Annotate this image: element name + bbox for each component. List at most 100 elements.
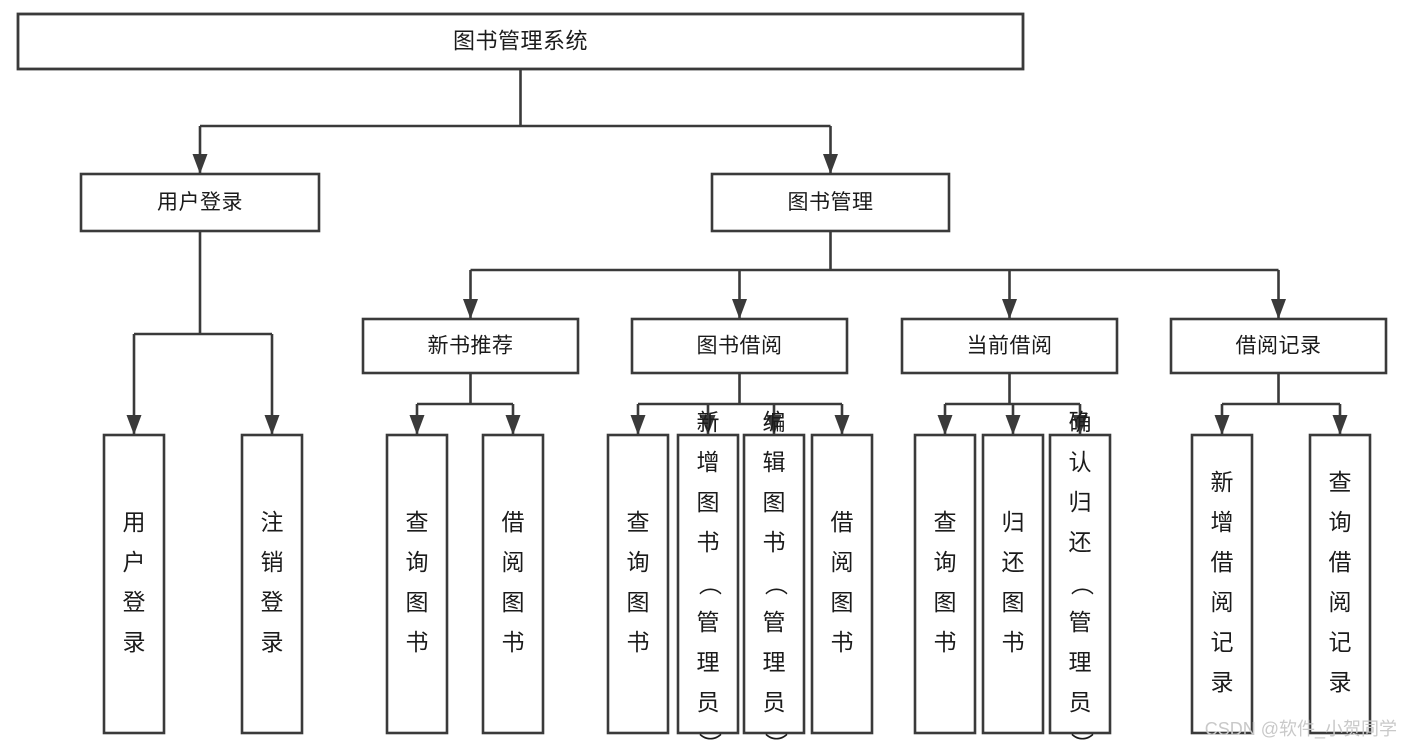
arrow-head-icon bbox=[700, 415, 716, 435]
arrow-head-icon bbox=[1271, 299, 1286, 319]
node-leaf-user-login[interactable]: 用户登录 bbox=[102, 433, 166, 735]
node-box-leaf-borrow-book-recommend bbox=[481, 433, 545, 735]
node-box-leaf-add-book-admin bbox=[676, 433, 740, 735]
connector-book-borrow-to-leaves bbox=[630, 373, 850, 435]
node-label-char: （ bbox=[1069, 573, 1095, 596]
node-label-char: 查 bbox=[934, 509, 957, 535]
node-label-char: 登 bbox=[261, 589, 284, 615]
connector-book-management-to-level2 bbox=[463, 231, 1286, 319]
node-label-char: 借 bbox=[502, 509, 525, 535]
arrow-head-icon bbox=[1214, 415, 1230, 435]
arrow-head-icon bbox=[823, 154, 838, 174]
node-label-char: 询 bbox=[406, 549, 429, 575]
node-box-borrow-record bbox=[1169, 317, 1388, 375]
connector-root-to-level1 bbox=[192, 69, 838, 174]
node-label-char: 阅 bbox=[502, 549, 525, 575]
node-box-root bbox=[16, 12, 1025, 71]
node-label-char: ） bbox=[1069, 733, 1095, 747]
node-label-char: 管 bbox=[1069, 609, 1092, 635]
node-box-leaf-user-login bbox=[102, 433, 166, 735]
node-box-user-login bbox=[79, 172, 321, 233]
node-box-leaf-borrow-book bbox=[810, 433, 874, 735]
node-label-book-borrow: 图书借阅 bbox=[697, 335, 783, 358]
node-label-char: 员 bbox=[763, 689, 786, 715]
node-label-char: 员 bbox=[697, 689, 720, 715]
node-box-leaf-query-borrow-record bbox=[1308, 433, 1372, 735]
arrow-head-icon bbox=[937, 415, 953, 435]
node-label-char: 查 bbox=[406, 509, 429, 535]
node-label-char: 新 bbox=[697, 409, 720, 435]
node-label-char: 理 bbox=[697, 649, 720, 675]
node-label-char: 图 bbox=[763, 489, 786, 515]
node-label-char: ） bbox=[697, 733, 723, 747]
node-label-char: 新 bbox=[1211, 469, 1234, 495]
node-box-new-book-recommend bbox=[361, 317, 580, 375]
node-label-char: 管 bbox=[697, 609, 720, 635]
node-borrow-record[interactable]: 借阅记录 bbox=[1169, 317, 1388, 375]
node-label-char: 书 bbox=[763, 529, 786, 555]
node-box-book-management bbox=[710, 172, 951, 233]
arrow-head-icon bbox=[1332, 415, 1348, 435]
node-label-char: 记 bbox=[1211, 629, 1234, 655]
node-label-char: 书 bbox=[697, 529, 720, 555]
node-label-char: 书 bbox=[934, 629, 957, 655]
node-label-char: 录 bbox=[123, 629, 146, 655]
node-root[interactable]: 图书管理系统 bbox=[16, 12, 1025, 71]
node-label-char: ） bbox=[763, 733, 789, 747]
node-label-book-management: 图书管理 bbox=[788, 191, 874, 214]
arrow-head-icon bbox=[834, 415, 850, 435]
node-label-char: （ bbox=[763, 573, 789, 596]
node-label-char: 确 bbox=[1069, 409, 1092, 435]
node-label-char: 书 bbox=[1002, 629, 1025, 655]
arrow-head-icon bbox=[630, 415, 646, 435]
node-label-char: 还 bbox=[1069, 529, 1092, 555]
node-label-borrow-record: 借阅记录 bbox=[1236, 335, 1322, 358]
arrow-head-icon bbox=[264, 415, 280, 435]
node-label-char: 录 bbox=[261, 629, 284, 655]
node-label-char: 图 bbox=[1002, 589, 1025, 615]
node-box-leaf-edit-book-admin bbox=[742, 433, 806, 735]
node-user-login[interactable]: 用户登录 bbox=[79, 172, 321, 233]
node-label-char: 图 bbox=[502, 589, 525, 615]
node-book-borrow[interactable]: 图书借阅 bbox=[630, 317, 849, 375]
node-label-char: 图 bbox=[697, 489, 720, 515]
node-label-char: 用 bbox=[123, 509, 146, 535]
arrow-head-icon bbox=[766, 415, 782, 435]
node-current-borrow[interactable]: 当前借阅 bbox=[900, 317, 1119, 375]
node-label-char: 图 bbox=[627, 589, 650, 615]
node-label-char: 阅 bbox=[831, 549, 854, 575]
arrow-head-icon bbox=[126, 415, 142, 435]
node-label-char: 询 bbox=[1329, 509, 1352, 535]
node-label-user-login: 用户登录 bbox=[157, 191, 243, 214]
node-label-char: 阅 bbox=[1329, 589, 1352, 615]
arrow-head-icon bbox=[192, 154, 208, 174]
connector-new-book-recommend-to-leaves bbox=[409, 373, 521, 435]
node-label-char: 书 bbox=[627, 629, 650, 655]
node-book-management[interactable]: 图书管理 bbox=[710, 172, 951, 233]
node-box-leaf-logout-login bbox=[240, 433, 304, 735]
node-label-char: 管 bbox=[763, 609, 786, 635]
node-label-char: 查 bbox=[1329, 469, 1352, 495]
node-label-char: 借 bbox=[1329, 549, 1352, 575]
node-new-book-recommend[interactable]: 新书推荐 bbox=[361, 317, 580, 375]
arrow-head-icon bbox=[409, 415, 425, 435]
node-label-char: （ bbox=[697, 573, 723, 596]
node-box-leaf-query-book-current bbox=[913, 433, 977, 735]
node-label-char: 录 bbox=[1329, 669, 1352, 695]
node-label-char: 增 bbox=[1211, 509, 1234, 535]
node-label-char: 书 bbox=[831, 629, 854, 655]
node-label-new-book-recommend: 新书推荐 bbox=[428, 335, 514, 358]
